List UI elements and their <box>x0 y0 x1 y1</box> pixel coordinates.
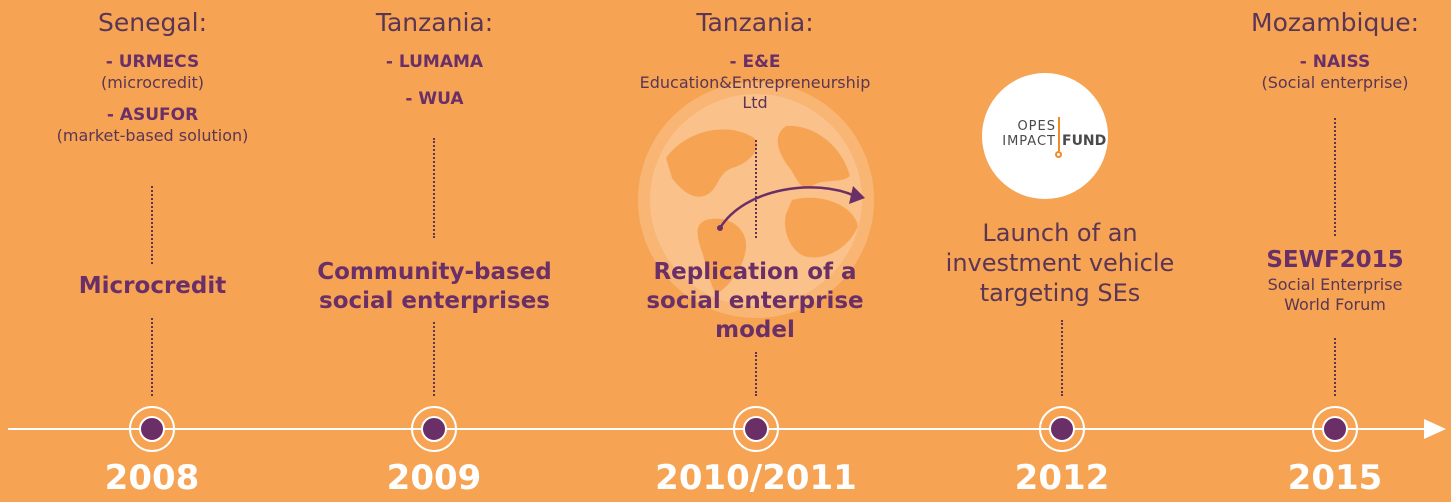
year-label: 2012 <box>1014 458 1110 498</box>
logo-divider <box>1058 117 1060 151</box>
org-note: (Social enterprise) <box>1261 73 1409 92</box>
dotted-connector <box>1334 338 1336 396</box>
category-label: Microcredit <box>78 273 227 299</box>
org-name: - E&E <box>729 52 781 72</box>
year-label: 2015 <box>1287 458 1383 498</box>
year-label: 2009 <box>386 458 482 498</box>
dotted-connector <box>755 140 757 238</box>
dotted-connector <box>1334 118 1336 236</box>
category-label: Replication of a social enterprise model <box>575 258 935 345</box>
timeline-marker <box>411 406 457 452</box>
logo-text-fund: FUND <box>1062 133 1107 149</box>
replication-arrow-icon <box>717 186 865 231</box>
dotted-connector <box>151 186 153 264</box>
timeline-arrowhead-icon <box>1424 419 1446 439</box>
category-line: model <box>715 317 795 343</box>
country-label: Senegal: <box>97 8 208 37</box>
logo-dot <box>1055 151 1062 158</box>
org-name: - URMECS <box>105 52 200 72</box>
event-2015-category: SEWF2015 Social Enterprise World Forum <box>1200 246 1451 315</box>
category-label: Community-based social enterprises <box>282 258 587 316</box>
org-name: - NAISS <box>1299 52 1371 72</box>
description-line: targeting SEs <box>979 279 1141 307</box>
dotted-connector <box>755 352 757 396</box>
logo-text-opes: OPES IMPACT <box>1002 119 1056 149</box>
country-label: Mozambique: <box>1251 8 1419 37</box>
event-2010-2011: Tanzania: - E&E Education&Entrepreneursh… <box>575 8 935 113</box>
org-note: (microcredit) <box>100 73 205 92</box>
country-label: Tanzania: <box>696 8 814 37</box>
category-line: social enterprises <box>319 288 550 314</box>
org-note: Ltd <box>742 93 768 112</box>
dotted-connector <box>1061 320 1063 396</box>
category-line: social enterprise <box>646 288 864 314</box>
opes-impact-fund-logo: OPES IMPACT FUND <box>982 73 1108 199</box>
event-2009: Tanzania: - LUMAMA - WUA <box>282 8 587 110</box>
timeline-marker <box>733 406 779 452</box>
category-label: SEWF2015 <box>1266 247 1404 273</box>
category-note: Social Enterprise <box>1267 275 1403 294</box>
dotted-connector <box>433 138 435 238</box>
country-label: Tanzania: <box>375 8 494 37</box>
description-line: investment vehicle <box>945 249 1175 277</box>
category-line: Community-based <box>317 259 552 285</box>
event-description: Launch of an investment vehicle targetin… <box>895 218 1225 308</box>
dotted-connector <box>433 322 435 396</box>
description-line: Launch of an <box>982 219 1138 247</box>
timeline-marker <box>1039 406 1085 452</box>
event-2015: Mozambique: - NAISS (Social enterprise) <box>1200 8 1451 93</box>
year-label: 2008 <box>104 458 200 498</box>
timeline-marker <box>129 406 175 452</box>
timeline-marker <box>1312 406 1358 452</box>
category-note: World Forum <box>1284 295 1386 314</box>
year-label: 2010/2011 <box>655 458 857 498</box>
event-2008: Senegal: - URMECS (microcredit) - ASUFOR… <box>0 8 305 146</box>
category-line: Replication of a <box>653 259 857 285</box>
org-name: - WUA <box>405 89 464 109</box>
org-name: - LUMAMA <box>385 52 484 72</box>
timeline-axis <box>8 428 1432 430</box>
org-note: Education&Entrepreneurship <box>639 73 871 92</box>
org-name: - ASUFOR <box>106 105 199 125</box>
org-note: (market-based solution) <box>56 126 249 145</box>
dotted-connector <box>151 318 153 396</box>
